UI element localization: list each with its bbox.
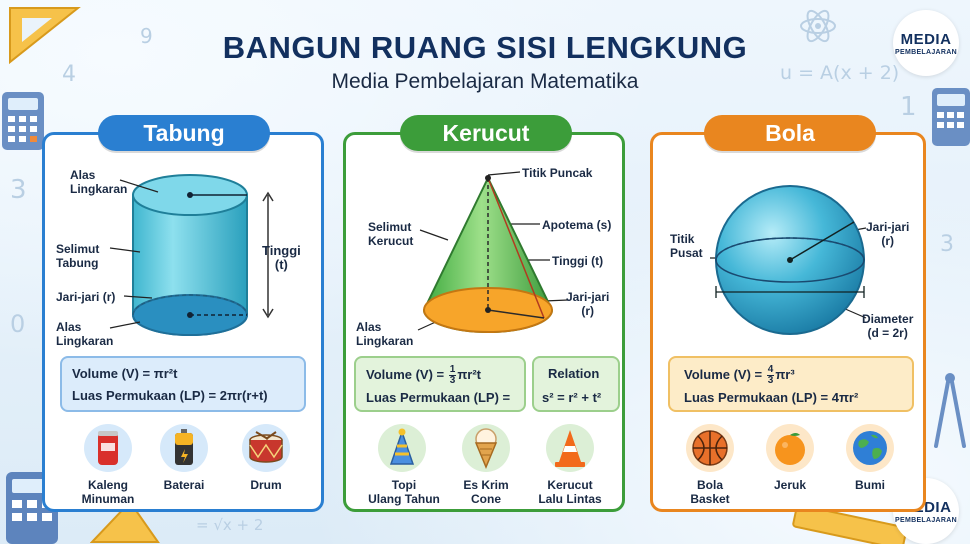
example-orange: [766, 424, 814, 472]
basketball-icon: [692, 430, 728, 466]
relation-title: Relation: [548, 366, 600, 381]
formula-volume-prefix: Volume (V) =: [684, 366, 763, 382]
battery-icon: [175, 429, 193, 465]
logo-text-sub: PEMBELAJARAN: [895, 48, 957, 56]
example-label: Baterai: [163, 478, 205, 492]
example-drum: [242, 424, 290, 472]
label-tinggi-tabung: Tinggi(t): [262, 243, 301, 272]
example-traffic-cone: [546, 424, 594, 472]
formula-box-tabung: Volume (V) = πr²t Luas Permukaan (LP) = …: [60, 356, 306, 412]
decor-formula: u = A(x + 2): [780, 62, 900, 84]
example-earth: [846, 424, 894, 472]
card-title-bola: Bola: [704, 115, 876, 151]
calculator-icon: [2, 92, 44, 150]
atom-icon: [800, 9, 836, 43]
card-title-kerucut: Kerucut: [400, 115, 572, 151]
card-title-tabung: Tabung: [98, 115, 270, 151]
formula-volume-suffix: πr³: [775, 366, 795, 382]
triangle-ruler-icon: [9, 7, 81, 65]
relation-formula: s² = r² + t²: [542, 390, 602, 405]
page-subtitle: Media Pembelajaran Matematika: [331, 70, 639, 93]
label-apotema: Apotema (s): [542, 218, 612, 232]
compass-icon: [934, 373, 966, 448]
decor-digit: 9: [140, 24, 153, 48]
logo-text-main: MEDIA: [900, 30, 952, 48]
example-battery: [160, 424, 208, 472]
formula-volume-suffix: πr²t: [457, 366, 481, 382]
example-basketball: [686, 424, 734, 472]
example-party-hat: [378, 424, 426, 472]
label-diameter: Diameter(d = 2r): [862, 312, 914, 340]
example-ice-cream: [462, 424, 510, 472]
decor-digit: 3: [10, 175, 27, 205]
brand-logo: MEDIA PEMBELAJARAN: [893, 10, 959, 76]
soda-can-icon: [98, 431, 118, 465]
party-hat-icon: [389, 428, 415, 465]
cylinder-diagram: [132, 174, 274, 336]
decor-digit: 1: [900, 92, 917, 122]
decor-formula: = √x + 2: [196, 516, 264, 534]
relation-box: Relation s² = r² + t²: [532, 356, 620, 412]
triangle-ruler-icon: [90, 500, 160, 543]
sphere-diagram: [715, 185, 865, 335]
formula-surface-area: Luas Permukaan (LP) =: [366, 390, 511, 405]
decor-digit: 0: [10, 310, 26, 338]
cone-diagram: [422, 175, 554, 333]
calculator-icon: [932, 88, 970, 146]
formula-surface-area: Luas Permukaan (LP) = 2πr(r+t): [72, 388, 268, 403]
decor-digit: 4: [62, 62, 76, 87]
example-label: Bumi: [855, 478, 885, 492]
label-titik-puncak: Titik Puncak: [522, 166, 593, 180]
example-label: Drum: [250, 478, 282, 492]
formula-surface-area: Luas Permukaan (LP) = 4πr²: [684, 390, 859, 405]
label-tinggi-kerucut: Tinggi (t): [552, 254, 604, 268]
logo-text-sub: PEMBELAJARAN: [895, 516, 957, 524]
earth-globe-icon: [853, 431, 887, 465]
orange-fruit-icon: [775, 433, 805, 465]
page-title: BANGUN RUANG SISI LENGKUNG: [222, 30, 748, 65]
traffic-cone-icon: [555, 430, 585, 467]
formula-volume-prefix: Volume (V) =: [366, 366, 445, 382]
label-jari-jari-tabung: Jari-jari (r): [56, 290, 116, 304]
decor-digit: 3: [940, 232, 954, 257]
label-jari-jari-bola: Jari-jari(r): [866, 220, 910, 248]
ice-cream-icon: [474, 428, 498, 469]
example-label: Jeruk: [773, 478, 807, 492]
formula-volume: Volume (V) = πr²t: [72, 366, 178, 381]
ruler-icon: [792, 508, 908, 544]
example-soda-can: [84, 424, 132, 472]
label-jari-jari-kerucut: Jari-jari(r): [566, 290, 610, 318]
drum-icon: [249, 431, 283, 463]
